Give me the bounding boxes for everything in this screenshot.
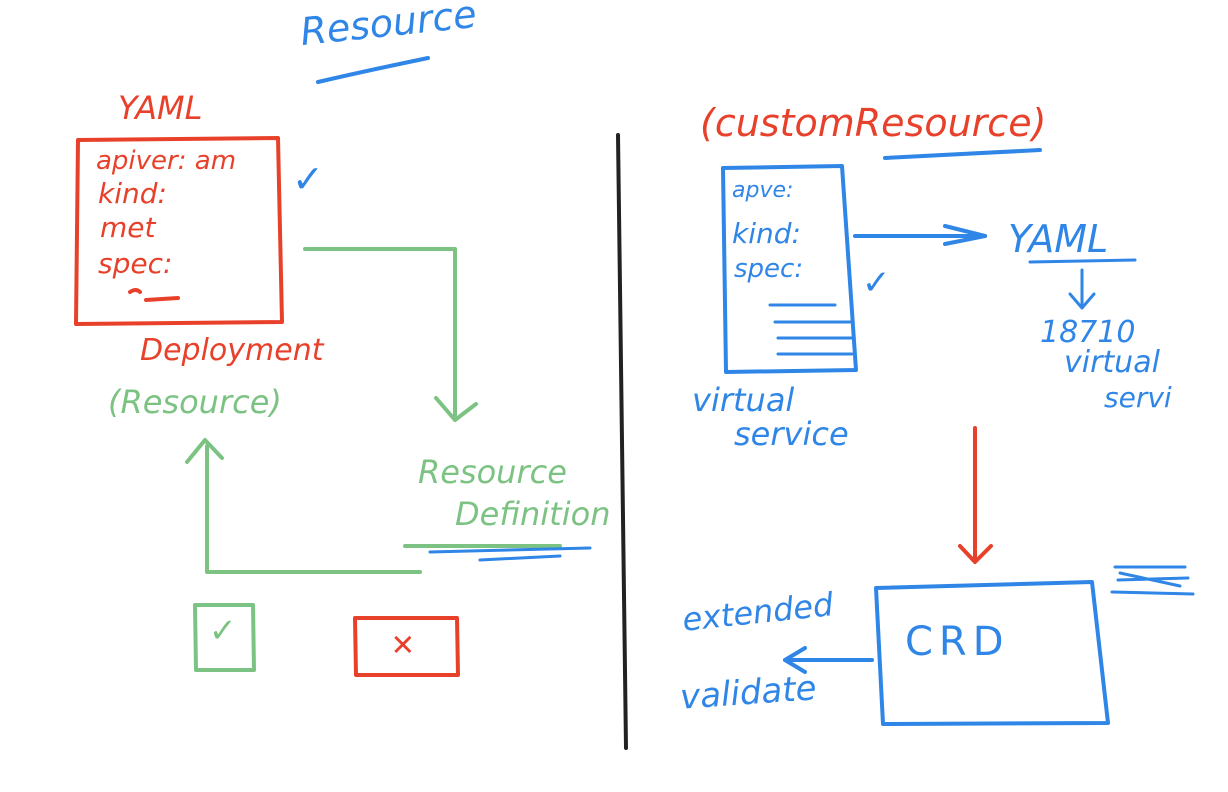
validate-label: validate (678, 668, 818, 718)
istio-label: 18710 (1040, 315, 1136, 350)
virtual-service-line1: virtual (692, 381, 795, 419)
rejected-cross-icon: ✕ (392, 623, 414, 664)
yaml-underline (1028, 258, 1137, 264)
arrow-back-to-resource (205, 444, 422, 574)
doc-lines (768, 303, 854, 356)
custom-resource-title: (customResource) (700, 101, 1047, 145)
deployment-label: Deployment (140, 333, 324, 368)
arrow-to-yaml-head (943, 224, 987, 246)
yaml-line-metadata: met (100, 211, 156, 244)
istio-service-label: servi (1104, 381, 1172, 414)
doc-check-icon: ✓ (862, 263, 891, 303)
resource-paren-label: (Resource) (108, 383, 282, 421)
right-yaml-label: YAML (1008, 217, 1109, 261)
crd-scribble (1110, 565, 1195, 596)
accepted-check-icon: ✓ (211, 607, 234, 651)
definition-underline-blue (428, 546, 592, 562)
resource-definition-line1: Resource (418, 453, 567, 491)
yaml-label: YAML (118, 89, 203, 127)
resource-definition-line2: Definition (455, 495, 611, 533)
doc-line-apiversion: apve: (732, 178, 794, 203)
accepted-box (193, 603, 256, 672)
yaml-line-spec: spec: (98, 247, 173, 280)
arrow-back-to-resource-head (185, 438, 224, 464)
yaml-box (74, 136, 284, 326)
crd-box (874, 580, 1110, 726)
doc-line-spec: spec: (734, 254, 804, 284)
yaml-check-icon: ✓ (292, 157, 324, 201)
virtual-service-doc (721, 164, 858, 374)
yaml-down-arrow (1068, 268, 1096, 310)
yaml-box-dash (128, 288, 180, 302)
title-underline (316, 56, 430, 84)
crd-label: CRD (905, 619, 1010, 665)
arrow-to-definition (303, 247, 457, 417)
doc-line-kind: kind: (732, 217, 801, 250)
arrow-to-extended-head (783, 646, 807, 674)
istio-virtual-label: virtual (1064, 345, 1160, 380)
virtual-service-line2: service (734, 415, 849, 453)
yaml-line-apiversion: apiver: am (96, 146, 237, 176)
divider-line (616, 133, 628, 750)
arrow-to-crd-head (958, 544, 993, 564)
arrow-to-definition-head (434, 396, 478, 422)
custom-resource-underline (883, 148, 1042, 160)
rejected-box (353, 616, 460, 677)
yaml-line-kind: kind: (98, 177, 167, 210)
